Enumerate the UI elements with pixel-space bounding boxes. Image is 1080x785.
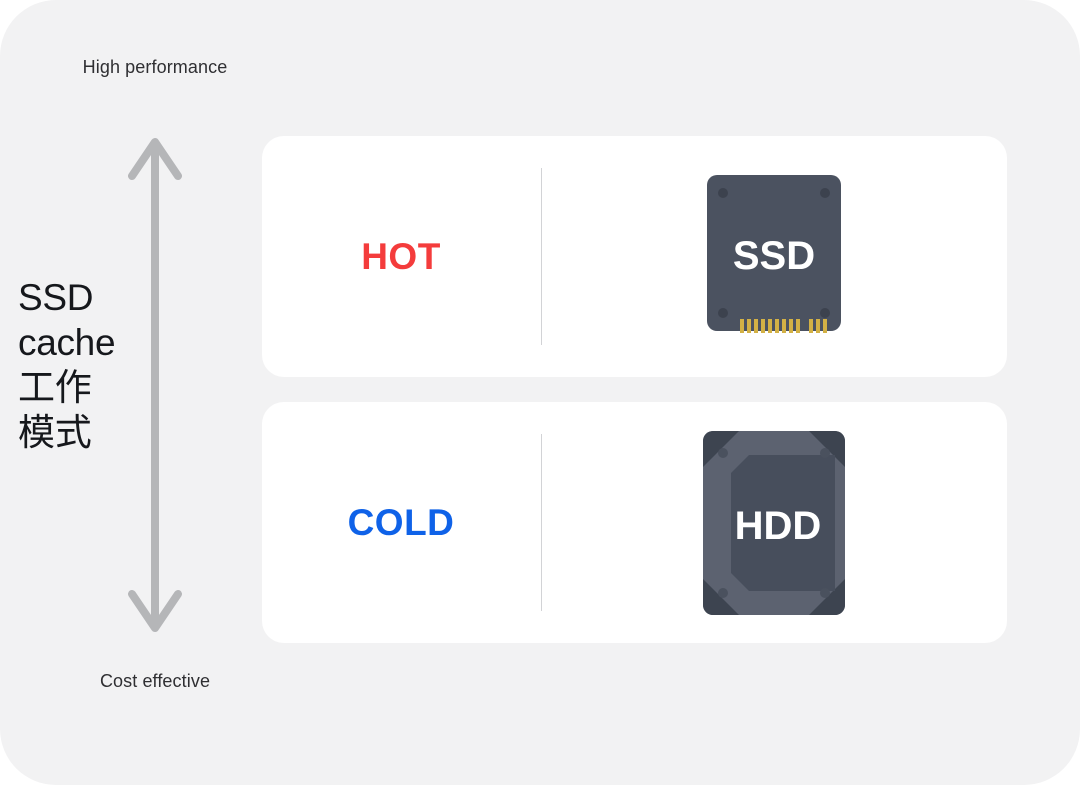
page-title: SSD cache 工作 模式	[18, 277, 116, 453]
axis-bottom-label: Cost effective	[99, 671, 211, 691]
arrow-down-icon	[128, 590, 182, 632]
axis-arrow-group	[127, 134, 183, 636]
performance-axis: High performance Cost effective	[30, 46, 280, 736]
tier-card-hot[interactable]: HOT SSD	[262, 136, 1007, 377]
ssd-connector-pins	[740, 318, 827, 333]
drive-slot-ssd: SSD	[541, 136, 1007, 377]
card-divider-hot	[541, 168, 542, 345]
ssd-label: SSD	[733, 234, 815, 278]
hdd-drive-icon: HDD	[703, 430, 845, 615]
arrow-up-icon	[128, 138, 182, 180]
card-divider-cold	[541, 434, 542, 611]
hdd-label: HDD	[735, 504, 822, 548]
tier-card-cold[interactable]: COLD	[262, 402, 1007, 643]
drive-slot-hdd: HDD	[541, 402, 1007, 643]
tier-label-hot: HOT	[361, 235, 441, 277]
tier-card-list: HOT SSD	[262, 136, 1007, 643]
axis-top-label: High performance	[82, 57, 228, 77]
ssd-drive-icon: SSD	[707, 174, 841, 333]
tier-label-cold: COLD	[347, 501, 455, 543]
